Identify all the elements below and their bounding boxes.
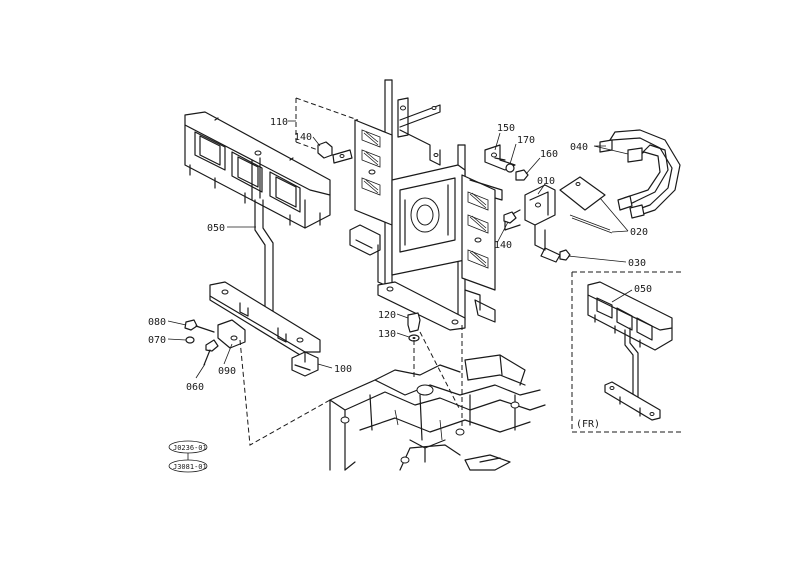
label-040: 040 — [570, 142, 588, 153]
label-080: 080 — [148, 317, 166, 328]
fr-inset — [571, 271, 684, 433]
reference-stamps: J0236-01 J3081-01 — [168, 440, 208, 473]
part-labels: 110 140 150 170 160 040 010 020 140 030 … — [148, 117, 652, 430]
label-120: 120 — [378, 310, 396, 321]
side-brackets — [484, 144, 613, 263]
label-090: 090 — [218, 366, 236, 377]
main-frame — [317, 79, 503, 331]
leader-lines — [167, 120, 633, 379]
label-140-right: 140 — [494, 240, 512, 251]
label-170: 170 — [517, 135, 535, 146]
label-130: 130 — [378, 329, 396, 340]
label-100: 100 — [334, 364, 352, 375]
label-050-fr: 050 — [634, 284, 652, 295]
ref-code-1: J0236-01 — [173, 444, 207, 452]
straps-040 — [599, 129, 681, 219]
assembly-lines — [239, 97, 463, 446]
label-140-left: 140 — [294, 132, 312, 143]
label-030: 030 — [628, 258, 646, 269]
label-020: 020 — [630, 227, 648, 238]
label-fr: (FR) — [576, 419, 600, 430]
label-150: 150 — [497, 123, 515, 134]
chassis-frame — [329, 354, 546, 471]
label-050: 050 — [207, 223, 225, 234]
label-070: 070 — [148, 335, 166, 346]
small-parts — [184, 312, 421, 377]
label-010: 010 — [537, 176, 555, 187]
bracket-050 — [184, 111, 331, 359]
label-060: 060 — [186, 382, 204, 393]
label-160: 160 — [540, 149, 558, 160]
ref-code-2: J3081-01 — [173, 463, 207, 471]
label-110: 110 — [270, 117, 288, 128]
